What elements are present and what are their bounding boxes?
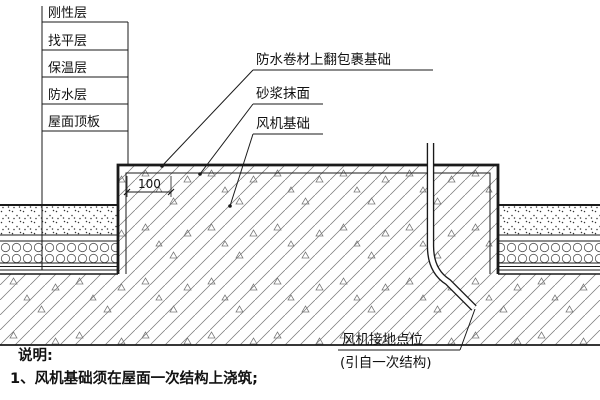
notes-title: 说明: (18, 346, 53, 364)
concrete-hatch-region (0, 165, 600, 345)
dimension-ticks (123, 188, 175, 196)
notes-item-1: 1、风机基础须在屋面一次结构上浇筑; (10, 369, 258, 387)
slab-outline (0, 273, 600, 346)
leader-line (199, 103, 254, 175)
layer-label-ladder: 刚性层 找平层 保温层 防水层 屋面顶板 (41, 6, 129, 270)
label-insulation-layer: 保温层 (48, 61, 87, 76)
label-waterproof-layer: 防水层 (48, 87, 87, 103)
grounding-conduit (426, 143, 477, 311)
dimension-extension-lines (126, 176, 172, 197)
insulation-layer-band (498, 241, 600, 263)
insulation-layer-band (0, 241, 118, 263)
layer-boundary-lines (498, 234, 600, 271)
leader-line (459, 308, 476, 351)
dimension-upturn: 100 (123, 176, 175, 197)
leader-dot (198, 172, 202, 176)
leader-line (161, 69, 254, 167)
callout-grounding: 风机接地点位 (引自一次结构) (338, 308, 476, 371)
callout-membrane-wrap: 防水卷材上翻包裹基础 (160, 51, 433, 168)
callout-fan-foundation: 风机基础 (228, 115, 323, 208)
conduit-inner (428, 143, 476, 310)
callout-mortar-text: 砂浆抹面 (256, 86, 310, 102)
roof-layers-right (498, 204, 600, 271)
callout-fan-foundation-text: 风机基础 (256, 115, 310, 132)
label-leveling-layer: 找平层 (48, 34, 87, 49)
label-rigid-layer: 刚性层 (48, 6, 87, 21)
label-roof-slab: 屋面顶板 (48, 115, 100, 130)
membrane-wrap-line (116, 163, 500, 274)
label-underlines (42, 21, 128, 132)
rigid-layer-band (498, 205, 600, 235)
leader-dot (160, 164, 164, 168)
callout-grounding-text-line1: 风机接地点位 (342, 331, 423, 348)
leader-line (229, 133, 254, 207)
leader-dot (228, 204, 232, 208)
callout-mortar: 砂浆抹面 (198, 86, 323, 176)
rigid-layer-band (0, 205, 118, 235)
callout-membrane-wrap-text: 防水卷材上翻包裹基础 (256, 51, 391, 68)
dimension-value: 100 (138, 177, 161, 191)
fan-foundation-outline (116, 163, 500, 274)
notes-block: 说明: 1、风机基础须在屋面一次结构上浇筑; (10, 346, 258, 387)
layer-boundary-lines (0, 234, 118, 271)
mortar-inner-line (125, 172, 491, 274)
roof-layers-left (0, 204, 118, 271)
callout-grounding-text-line2: (引自一次结构) (340, 355, 432, 371)
